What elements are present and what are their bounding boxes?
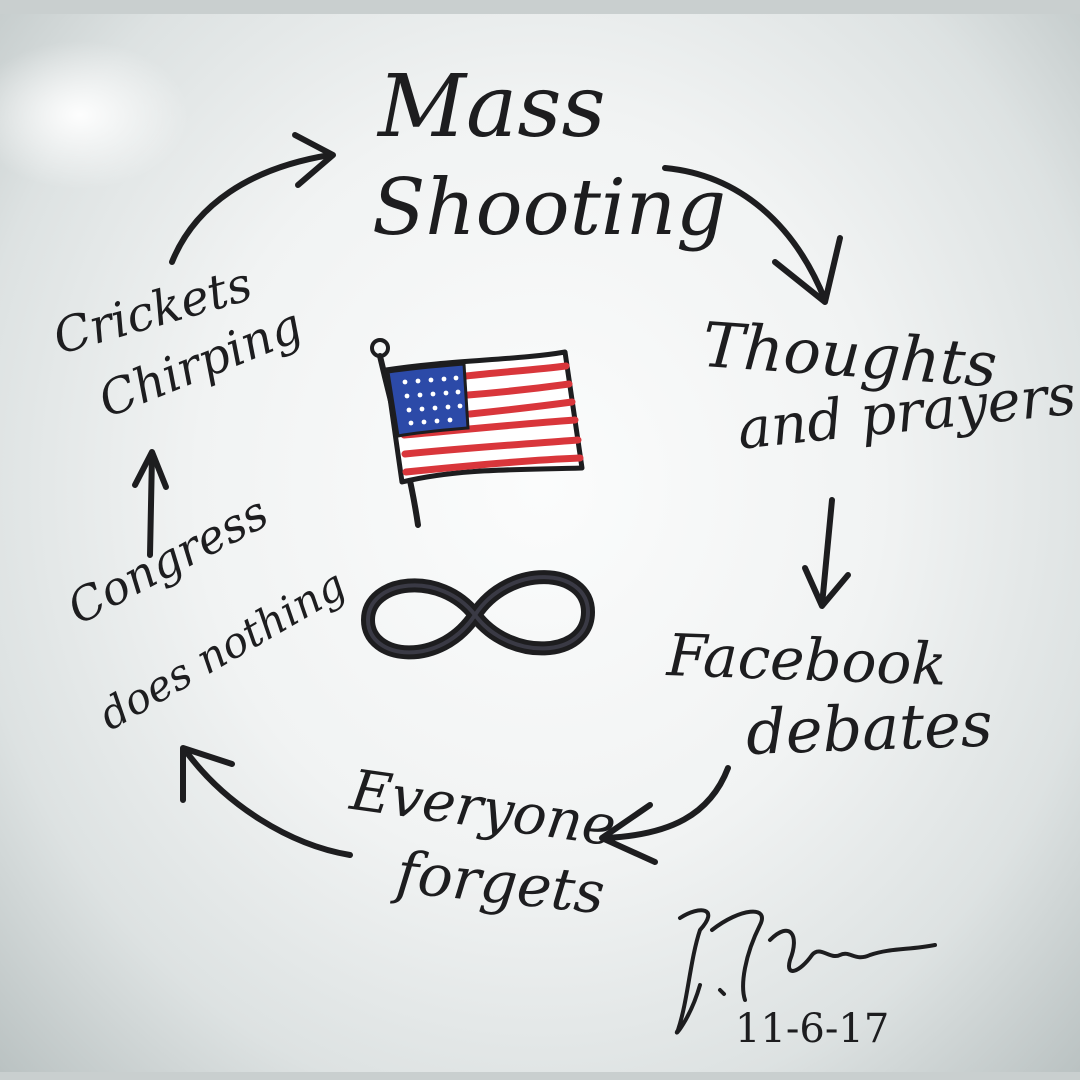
signature-date: 11-6-17 — [735, 1006, 890, 1052]
arrow-congress-to-crickets — [132, 449, 169, 558]
arrow-crickets-to-mass — [169, 132, 336, 265]
arrow-shooting-to-thoughts — [662, 165, 843, 305]
arrow-thoughts-to-facebook — [802, 497, 851, 609]
american-flag-icon — [370, 338, 585, 528]
board-edge-bottom — [0, 1072, 1080, 1080]
arrow-everyone-to-congress — [180, 745, 353, 858]
light-glare — [0, 40, 190, 190]
signature — [674, 908, 937, 1035]
board-edge-top — [0, 0, 1080, 14]
label-shooting: Shooting — [372, 163, 727, 253]
arrow-facebook-to-everyone — [599, 765, 731, 865]
label-mass: Mass — [378, 57, 606, 157]
infinity-icon — [361, 570, 595, 660]
